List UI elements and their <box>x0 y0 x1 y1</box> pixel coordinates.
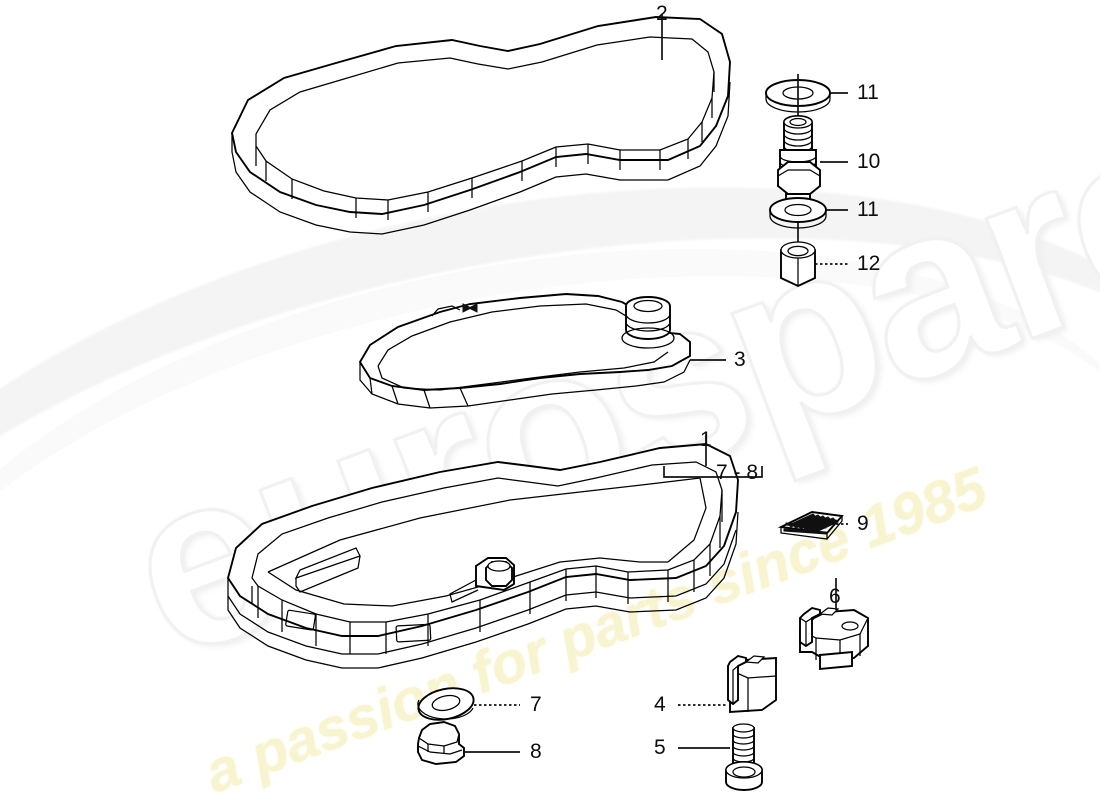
filter-spout <box>621 296 675 349</box>
part-10-drain-plug-artwork <box>777 115 821 230</box>
callout-label-12: 12 <box>857 252 881 275</box>
part-5-bolt-artwork <box>725 723 763 791</box>
part-11-upper-washer-artwork <box>765 74 831 116</box>
leader-lines <box>464 14 848 753</box>
callout-label-6: 6 <box>829 585 841 608</box>
callout-label-7-8: 7 - 8 <box>716 461 759 484</box>
callout-label-2: 2 <box>656 2 668 25</box>
callout-label-9: 9 <box>857 512 869 535</box>
callout-label-3: 3 <box>734 348 746 371</box>
callout-label-7: 7 <box>530 693 542 716</box>
part-3-filter-artwork <box>358 293 691 409</box>
part-7-seal-ring-artwork <box>417 687 475 721</box>
callout-label-5: 5 <box>654 736 666 759</box>
callout-label-1: 1 <box>700 428 712 451</box>
callout-label-8: 8 <box>530 740 542 763</box>
part-11-lower-washer-artwork <box>769 197 827 229</box>
oil-pan-drain-boss <box>449 557 515 603</box>
callout-label-4: 4 <box>654 693 666 716</box>
callout-label-11-lower: 11 <box>857 198 879 221</box>
callout-label-11-upper: 11 <box>857 81 879 104</box>
part-8-plug-artwork <box>417 721 465 765</box>
part-12-hex-nut-artwork <box>780 230 816 288</box>
part-9-magnet-artwork <box>777 511 844 540</box>
callout-label-10: 10 <box>857 150 881 173</box>
part-2-gasket-artwork <box>231 16 731 235</box>
part-4-clip-artwork <box>727 654 777 714</box>
leader-78-bracket <box>663 466 763 478</box>
part-6-bracket-artwork <box>799 596 869 671</box>
part-1-oil-pan-artwork <box>226 443 739 669</box>
